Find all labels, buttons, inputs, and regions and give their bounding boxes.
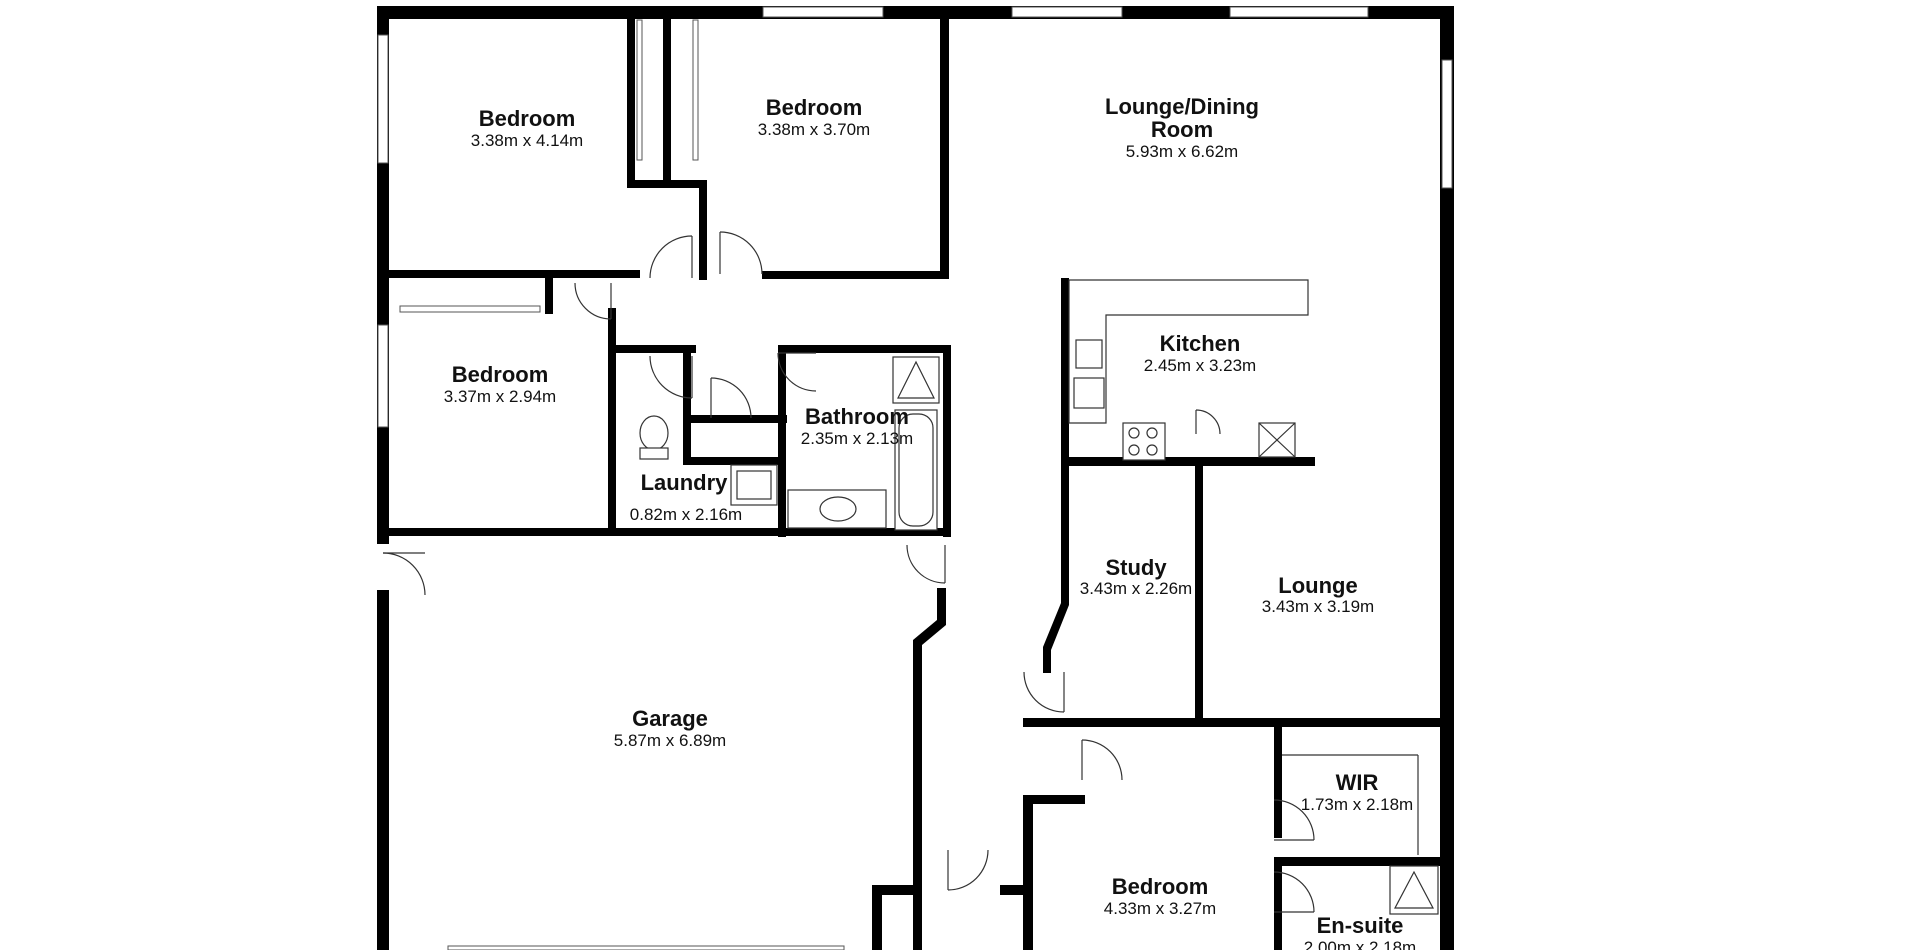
room-dimensions: 1.73m x 2.18m	[1301, 795, 1413, 814]
room-dimensions: 3.38m x 3.70m	[758, 120, 870, 139]
room-dimensions: 3.43m x 2.26m	[1080, 579, 1192, 598]
room-name: Bedroom	[766, 95, 863, 120]
room-name: Kitchen	[1160, 331, 1241, 356]
room-name: Bedroom	[479, 106, 576, 131]
room-name: WIR	[1336, 770, 1379, 795]
room-dimensions: 3.37m x 2.94m	[444, 387, 556, 406]
room-en-suite: En-suite 2.00m x 2.18m	[1304, 913, 1416, 950]
room-name: Bedroom	[452, 362, 549, 387]
room-name: Garage	[632, 706, 708, 731]
room-wir: WIR 1.73m x 2.18m	[1301, 770, 1413, 814]
room-name-line-1: Lounge/Dining	[1105, 94, 1259, 119]
interior-walls	[377, 6, 1447, 950]
room-study: Study 3.43m x 2.26m	[1080, 555, 1192, 598]
room-dimensions: 2.00m x 2.18m	[1304, 938, 1416, 950]
room-bathroom: Bathroom 2.35m x 2.13m	[801, 404, 913, 448]
room-name: En-suite	[1317, 913, 1404, 938]
room-dimensions: 2.35m x 2.13m	[801, 429, 913, 448]
room-dimensions: 3.43m x 3.19m	[1262, 597, 1374, 616]
room-name: Bathroom	[805, 404, 909, 429]
room-dimensions: 5.87m x 6.89m	[614, 731, 726, 750]
room-name: Laundry	[641, 470, 729, 495]
room-bedroom-3: Bedroom 3.37m x 2.94m	[444, 362, 556, 406]
room-labels: Bedroom 3.38m x 4.14m Bedroom 3.38m x 3.…	[444, 94, 1416, 950]
room-lounge-dining: Lounge/Dining Room 5.93m x 6.62m	[1105, 94, 1259, 161]
room-dimensions: 4.33m x 3.27m	[1104, 899, 1216, 918]
room-laundry: Laundry 0.82m x 2.16m	[630, 470, 742, 524]
room-name-line-2: Room	[1151, 117, 1213, 142]
room-bedroom-4: Bedroom 4.33m x 3.27m	[1104, 874, 1216, 918]
room-name: Study	[1105, 555, 1167, 580]
room-bedroom-2: Bedroom 3.38m x 3.70m	[758, 95, 870, 139]
fixtures	[639, 279, 1439, 915]
room-dimensions: 2.45m x 3.23m	[1144, 356, 1256, 375]
room-dimensions: 5.93m x 6.62m	[1126, 142, 1238, 161]
room-lounge: Lounge 3.43m x 3.19m	[1262, 573, 1374, 616]
room-dimensions: 3.38m x 4.14m	[471, 131, 583, 150]
room-name: Bedroom	[1112, 874, 1209, 899]
room-bedroom-1: Bedroom 3.38m x 4.14m	[471, 106, 583, 150]
room-name: Lounge	[1278, 573, 1357, 598]
room-garage: Garage 5.87m x 6.89m	[614, 706, 726, 750]
room-kitchen: Kitchen 2.45m x 3.23m	[1144, 331, 1256, 375]
doors	[382, 231, 1315, 913]
windows	[377, 6, 1453, 950]
room-dimensions: 0.82m x 2.16m	[630, 505, 742, 524]
